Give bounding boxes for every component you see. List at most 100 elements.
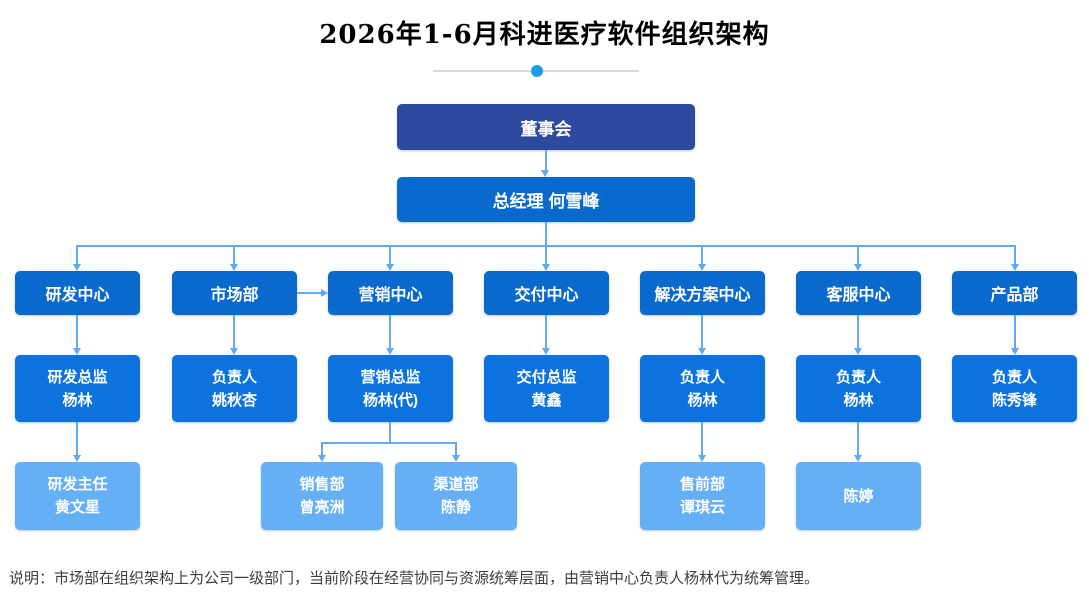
connector-service-to-leader — [857, 315, 859, 348]
arrowhead-drop-product — [1011, 264, 1019, 271]
leader-name: 杨林 — [687, 391, 718, 409]
node-dept-rd-center: 研发中心 — [15, 271, 140, 315]
node-dept-service-center: 客服中心 — [796, 271, 921, 315]
arrowhead-rdleader-to-chief — [73, 455, 81, 462]
node-leader-rd: 研发总监 杨林 — [15, 355, 140, 422]
connector-salescenter-to-leader — [389, 315, 391, 348]
leader-title: 交付总监 — [516, 368, 577, 386]
node-sub-channel-dept: 渠道部 陈静 — [395, 462, 517, 530]
sub-title: 销售部 — [299, 476, 345, 493]
leader-title: 营销总监 — [360, 368, 421, 386]
sub-name: 陈婷 — [843, 487, 874, 505]
arrowhead-market-to-leader — [230, 348, 238, 355]
connector-rd-to-leader — [76, 315, 78, 348]
dept-label: 市场部 — [210, 287, 259, 304]
node-leader-delivery: 交付总监 黄鑫 — [484, 355, 609, 422]
arrowhead-board-to-gm — [541, 170, 549, 177]
sub-name: 黄文星 — [54, 499, 100, 516]
arrowhead-drop-channeldept — [452, 455, 460, 462]
node-leader-solution: 负责人 杨林 — [640, 355, 765, 422]
arrowhead-salescenter-to-leader — [386, 348, 394, 355]
sub-title: 研发主任 — [47, 476, 108, 493]
node-sub-rd-chief: 研发主任 黄文星 — [15, 462, 140, 530]
leader-title: 负责人 — [211, 368, 257, 386]
arrowhead-drop-sales-center — [386, 264, 394, 271]
leader-name: 姚秋杏 — [211, 391, 257, 409]
leader-name: 黄鑫 — [531, 391, 562, 409]
connector-solution-to-leader — [701, 315, 703, 348]
connector-solutionleader-to-presales — [701, 422, 703, 455]
leader-name: 杨林 — [62, 391, 93, 409]
connector-rdleader-to-chief — [76, 422, 78, 455]
leader-name: 杨林(代) — [363, 391, 418, 409]
connector-drop-channeldept — [455, 442, 457, 455]
node-sub-chenting: 陈婷 — [796, 462, 921, 530]
connector-drop-service — [857, 245, 859, 264]
node-leader-sales-center: 营销总监 杨林(代) — [328, 355, 453, 422]
node-general-manager-label: 总经理 何雪峰 — [492, 192, 600, 211]
node-leader-service: 负责人 杨林 — [796, 355, 921, 422]
node-dept-product: 产品部 — [952, 271, 1077, 315]
arrowhead-drop-delivery — [542, 264, 550, 271]
leader-title: 负责人 — [679, 368, 725, 386]
node-board: 董事会 — [397, 104, 695, 150]
sub-name: 曾亮洲 — [299, 499, 345, 516]
leader-name: 杨林 — [843, 391, 874, 409]
connector-drop-product — [1014, 245, 1016, 264]
connector-drop-salesdept — [321, 442, 323, 455]
connector-delivery-to-leader — [545, 315, 547, 348]
node-leader-marketing: 负责人 姚秋杏 — [172, 355, 297, 422]
arrowhead-drop-rd — [73, 264, 81, 271]
node-dept-solution-center: 解决方案中心 — [640, 271, 765, 315]
sub-name: 陈静 — [440, 499, 471, 516]
arrowhead-drop-service — [854, 264, 862, 271]
arrowhead-solutionleader-to-presales — [698, 455, 706, 462]
arrowhead-delivery-to-leader — [542, 348, 550, 355]
arrowhead-product-to-leader — [1011, 348, 1019, 355]
node-sub-sales-dept: 销售部 曾亮洲 — [261, 462, 383, 530]
connector-serviceleader-to-chenting — [857, 422, 859, 455]
connector-salesleader-bus — [321, 442, 457, 444]
page-title: 2026年1-6月科进医疗软件组织架构 — [319, 20, 770, 50]
divider-dot-icon — [531, 65, 543, 77]
arrowhead-drop-market — [230, 264, 238, 271]
dept-label: 产品部 — [990, 287, 1039, 304]
arrowhead-rd-to-leader — [73, 348, 81, 355]
connector-market-to-sales — [297, 292, 321, 294]
connector-drop-market — [233, 245, 235, 264]
arrowhead-market-to-sales — [321, 289, 328, 297]
arrowhead-serviceleader-to-chenting — [854, 455, 862, 462]
dept-label: 研发中心 — [45, 287, 110, 304]
connector-gm-stem — [545, 222, 547, 246]
arrowhead-drop-solution — [698, 264, 706, 271]
arrowhead-drop-salesdept — [318, 455, 326, 462]
dept-label: 交付中心 — [514, 287, 579, 304]
connector-salesleader-stem — [389, 422, 391, 443]
dept-label: 客服中心 — [826, 287, 891, 304]
node-dept-delivery-center: 交付中心 — [484, 271, 609, 315]
node-board-label: 董事会 — [520, 119, 572, 139]
dept-label: 解决方案中心 — [654, 287, 751, 304]
leader-title: 负责人 — [835, 368, 881, 386]
connector-board-to-gm — [545, 150, 547, 170]
connector-product-to-leader — [1014, 315, 1016, 348]
footnote: 说明：市场部在组织架构上为公司一级部门，当前阶段在经营协同与资源统筹层面，由营销… — [9, 570, 820, 587]
leader-name: 陈秀锋 — [991, 391, 1037, 409]
connector-drop-delivery — [545, 245, 547, 264]
sub-name: 谭琪云 — [679, 499, 725, 516]
dept-label: 营销中心 — [358, 287, 423, 304]
connector-market-to-leader — [233, 315, 235, 348]
leader-title: 负责人 — [991, 368, 1037, 386]
node-dept-sales-center: 营销中心 — [328, 271, 453, 315]
sub-title: 售前部 — [679, 476, 725, 493]
connector-drop-solution — [701, 245, 703, 264]
node-general-manager: 总经理 何雪峰 — [397, 177, 695, 222]
sub-title: 渠道部 — [433, 476, 479, 493]
node-dept-marketing: 市场部 — [172, 271, 297, 315]
arrowhead-solution-to-leader — [698, 348, 706, 355]
arrowhead-service-to-leader — [854, 348, 862, 355]
node-sub-presales-dept: 售前部 谭琪云 — [640, 462, 765, 530]
connector-drop-sales-center — [389, 245, 391, 264]
connector-drop-rd — [76, 245, 78, 264]
